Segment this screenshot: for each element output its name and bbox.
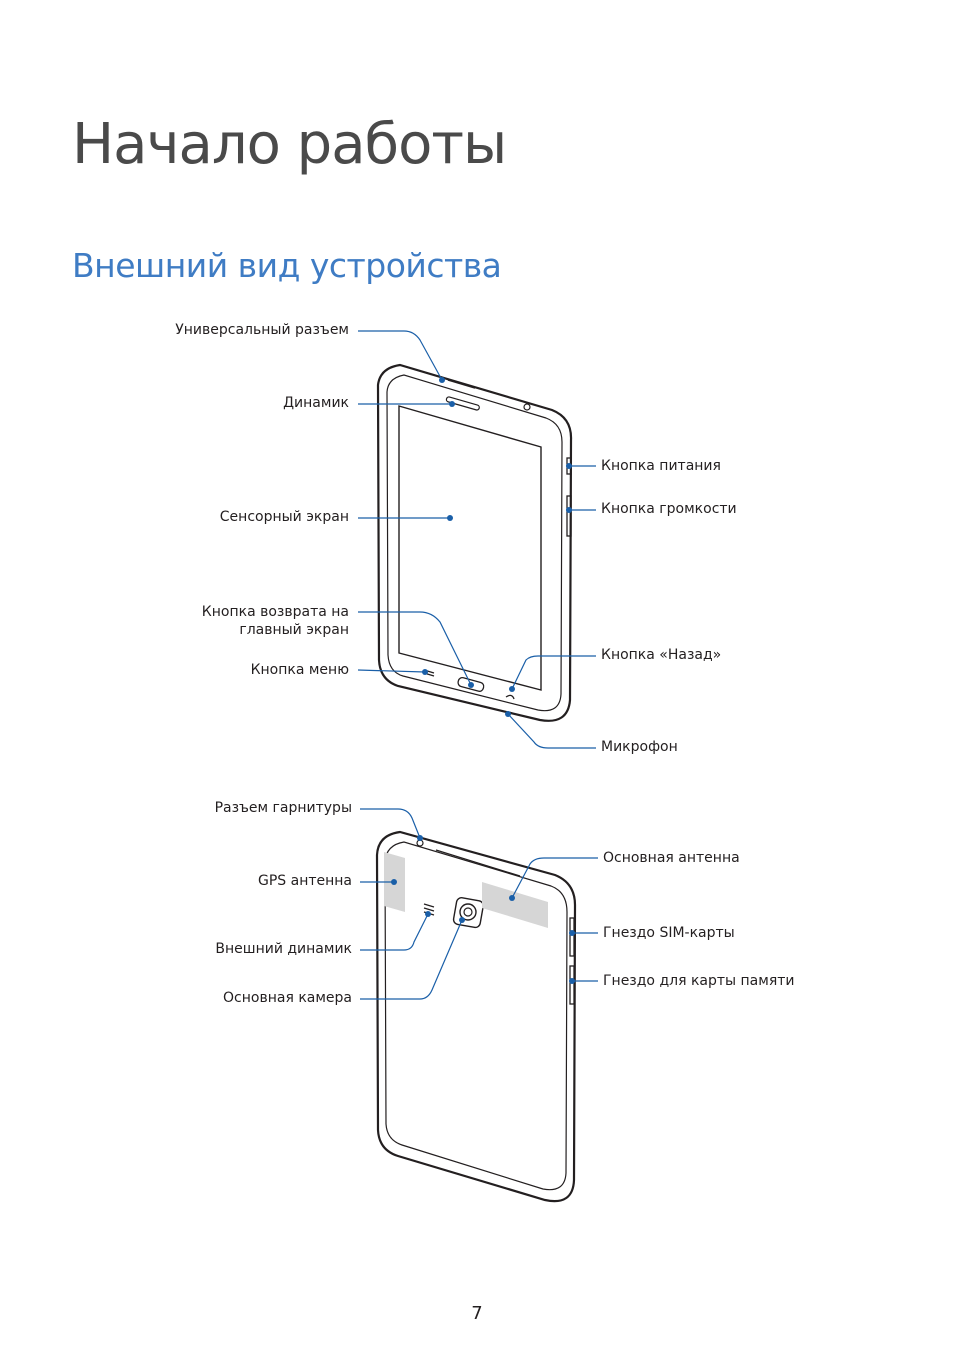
main-antenna-area xyxy=(482,882,548,928)
label-external-speaker: Внешний динамик xyxy=(215,941,352,957)
label-sim-slot: Гнездо SIM-карты xyxy=(603,925,735,941)
label-speaker: Динамик xyxy=(283,395,349,411)
label-touchscreen: Сенсорный экран xyxy=(219,509,349,525)
front-leader-dots xyxy=(422,377,572,717)
back-leader-lines xyxy=(360,808,598,1000)
back-leader-dots xyxy=(391,835,575,984)
label-main-antenna: Основная антенна xyxy=(603,850,740,866)
front-leader-lines xyxy=(357,330,596,749)
chapter-title: Начало работы xyxy=(72,112,507,177)
label-universal-connector: Универсальный разъем xyxy=(175,322,349,338)
back-device-illustration xyxy=(375,830,577,1203)
label-menu-button: Кнопка меню xyxy=(250,662,349,678)
label-headset-jack: Разъем гарнитуры xyxy=(214,800,352,816)
page-number: 7 xyxy=(471,1303,483,1324)
label-microphone: Микрофон xyxy=(601,739,678,755)
section-title: Внешний вид устройства xyxy=(72,246,502,285)
label-memory-card-slot: Гнездо для карты памяти xyxy=(603,973,795,989)
label-home-button-line1: Кнопка возврата на xyxy=(201,604,349,620)
label-volume-button: Кнопка громкости xyxy=(601,501,737,517)
label-gps-antenna: GPS антенна xyxy=(257,873,352,889)
label-rear-camera: Основная камера xyxy=(223,990,352,1006)
label-home-button-line2: главный экран xyxy=(239,622,349,638)
label-back-button: Кнопка «Назад» xyxy=(601,647,722,663)
label-power-button: Кнопка питания xyxy=(601,458,721,474)
front-device-illustration xyxy=(376,363,573,722)
